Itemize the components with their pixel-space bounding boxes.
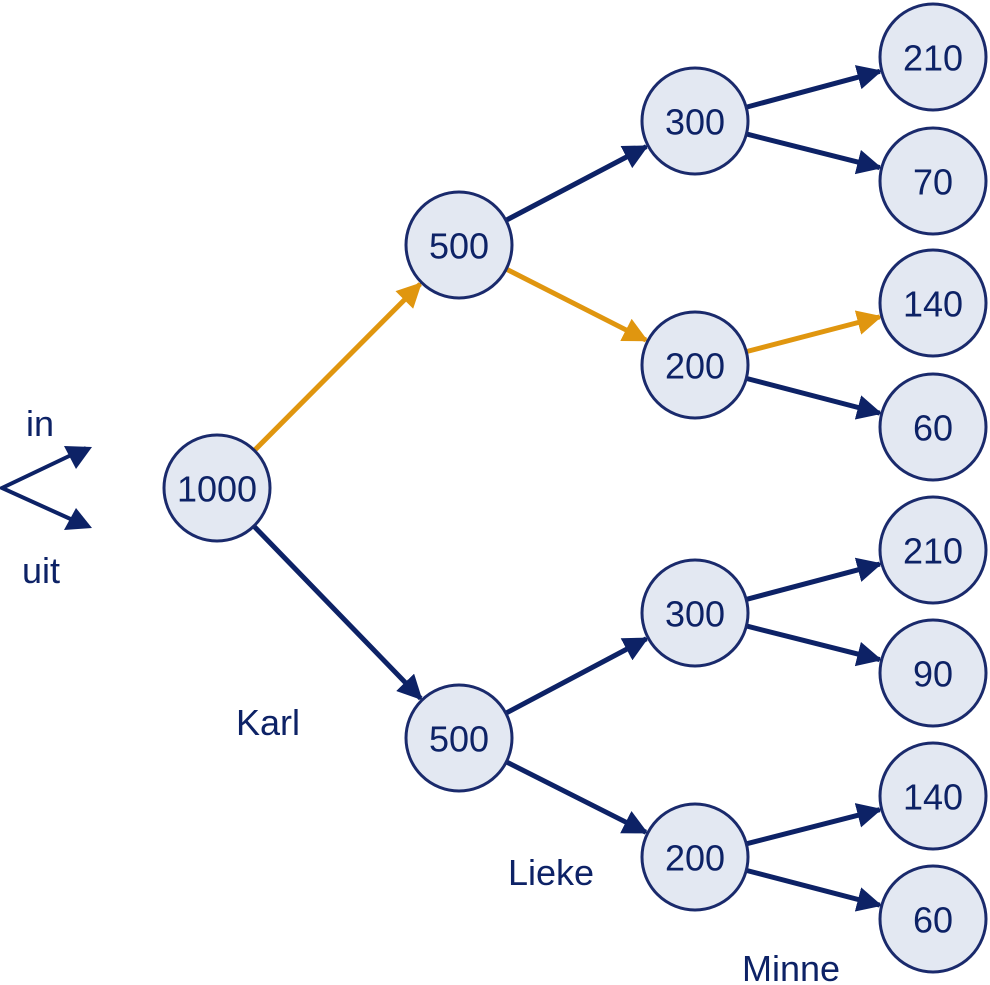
node-root-circle bbox=[162, 433, 272, 543]
edge-arrow-5 bbox=[505, 759, 649, 835]
node-level3-3-value: 60 bbox=[913, 408, 953, 449]
node-level2-0: 300 bbox=[640, 66, 750, 176]
edge-arrow-3 bbox=[505, 266, 649, 343]
edges bbox=[252, 65, 883, 912]
node-level2-3-circle bbox=[640, 802, 750, 912]
node-level2-3-value: 200 bbox=[665, 838, 725, 879]
node-level2-2: 300 bbox=[640, 558, 750, 668]
node-level3-7-value: 60 bbox=[913, 900, 953, 941]
node-level3-1: 70 bbox=[878, 126, 988, 236]
edge-arrow-12 bbox=[745, 803, 883, 847]
node-level3-5: 90 bbox=[878, 618, 988, 728]
node-level3-0: 210 bbox=[878, 2, 988, 112]
node-level2-0-circle bbox=[640, 66, 750, 176]
legend-in-label: in bbox=[26, 403, 54, 444]
label-karl: Karl bbox=[236, 702, 300, 743]
node-level1-1-circle bbox=[404, 683, 514, 793]
node-level3-4-value: 210 bbox=[903, 531, 963, 572]
node-level2-2-value: 300 bbox=[665, 594, 725, 635]
node-level3-1-value: 70 bbox=[913, 162, 953, 203]
legend-out-label: uit bbox=[22, 550, 60, 591]
node-level2-3: 200 bbox=[640, 802, 750, 912]
label-lieke: Lieke bbox=[508, 852, 594, 893]
node-root-value: 1000 bbox=[177, 469, 257, 510]
edge-arrow-4 bbox=[504, 636, 649, 716]
edge-arrow-10 bbox=[745, 557, 883, 602]
node-level3-0-circle bbox=[878, 2, 988, 112]
edge-arrow-6 bbox=[745, 65, 883, 110]
node-level1-1: 500 bbox=[404, 683, 514, 793]
node-level3-4-circle bbox=[878, 495, 988, 605]
node-level3-0-value: 210 bbox=[903, 38, 963, 79]
node-level1-1-value: 500 bbox=[429, 719, 489, 760]
node-level3-2: 140 bbox=[878, 248, 988, 358]
edge-arrow-7 bbox=[745, 131, 883, 175]
node-level3-2-circle bbox=[878, 248, 988, 358]
edge-arrow-11 bbox=[745, 623, 883, 667]
node-level3-7: 60 bbox=[878, 864, 988, 974]
node-level3-6: 140 bbox=[878, 741, 988, 851]
nodes: 1000 500 500 300 200 300 200 210 70 140 60 210 90 140… bbox=[162, 2, 988, 974]
node-level3-2-value: 140 bbox=[903, 284, 963, 325]
node-level1-0: 500 bbox=[404, 190, 514, 300]
node-root: 1000 bbox=[162, 433, 272, 543]
node-level3-3: 60 bbox=[878, 372, 988, 482]
edge-arrow-1 bbox=[252, 524, 423, 701]
node-level2-2-circle bbox=[640, 558, 750, 668]
node-level2-1-value: 200 bbox=[665, 346, 725, 387]
node-level2-1-circle bbox=[640, 310, 750, 420]
node-level3-5-value: 90 bbox=[913, 654, 953, 695]
legend: in uit bbox=[0, 403, 92, 591]
node-level2-0-value: 300 bbox=[665, 102, 725, 143]
edge-arrow-8 bbox=[745, 310, 883, 355]
edge-arrow-2 bbox=[504, 144, 649, 223]
node-level2-1: 200 bbox=[640, 310, 750, 420]
edge-arrow-13 bbox=[745, 867, 883, 912]
node-level3-5-circle bbox=[878, 618, 988, 728]
edge-arrow-0 bbox=[252, 282, 422, 453]
node-level1-0-circle bbox=[404, 190, 514, 300]
node-level3-4: 210 bbox=[878, 495, 988, 605]
node-level3-6-value: 140 bbox=[903, 777, 963, 818]
node-level3-6-circle bbox=[878, 741, 988, 851]
node-level3-7-circle bbox=[878, 864, 988, 974]
label-minne: Minne bbox=[742, 948, 840, 985]
legend-arrows-icon bbox=[0, 446, 87, 528]
edge-arrow-9 bbox=[745, 375, 883, 420]
node-level1-0-value: 500 bbox=[429, 226, 489, 267]
node-level3-1-circle bbox=[878, 126, 988, 236]
node-level3-3-circle bbox=[878, 372, 988, 482]
